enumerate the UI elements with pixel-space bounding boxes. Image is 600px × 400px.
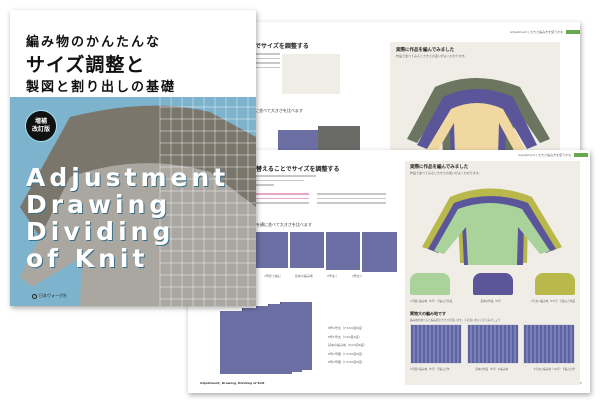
swatch-row <box>256 232 397 272</box>
front-left-heading: 替えることでサイズを調整する <box>256 166 340 173</box>
publisher-logo: 日本ヴォーグ社 <box>32 293 67 299</box>
knit-sub: 編み地を並べると編み目の大きさが違います。その違いをよく見てみましょう <box>410 319 501 322</box>
back-left-text <box>255 53 280 68</box>
english-title-line1: Adjustment <box>26 163 230 192</box>
cover-sweaters <box>20 97 256 306</box>
cover-title-line3: 製図と割り出しの基礎 <box>26 80 177 95</box>
cover-title-line2: サイズ調整と <box>26 54 146 76</box>
back-left-caption: に並べて大きさを比べます <box>255 108 303 113</box>
front-right-heading: 実際に作品を編んでみました <box>410 165 469 170</box>
english-title: Adjustment Drawing Dividing of Knit <box>26 164 229 272</box>
sweater-captions: 2号細い編み地（8号）で編んだ作品基本の作品（6号）2号太い編み地（10号）で編… <box>410 300 575 303</box>
front-left-text-2 <box>256 193 386 204</box>
english-title-line2: Drawing <box>26 190 172 219</box>
english-title-line4: of Knit <box>26 244 149 273</box>
front-left-text <box>256 175 316 186</box>
sweaters-photo-back <box>407 78 550 157</box>
swatch-label-lines: 8号2号太（7.5/20目6段） 8号1号太（7/20目6段） 基本の編み地（6… <box>328 326 367 364</box>
footer: Adjustment, Drawing, Dividing of Knit <box>200 381 265 385</box>
stacked-swatches <box>220 302 320 374</box>
knit-heading: 実物大の編み地です <box>410 311 446 316</box>
english-title-line3: Dividing <box>26 217 175 246</box>
back-left-heading: でサイズを調整する <box>255 43 309 50</box>
cover-title-line1: 編み物のかんたんな <box>26 35 162 50</box>
small-sweaters <box>410 273 575 295</box>
publisher-icon <box>32 293 37 299</box>
sweaters-photo-front <box>422 188 562 265</box>
front-left-caption: を横に並べて大きさを比べます <box>256 222 312 227</box>
knit-closeups <box>410 324 575 364</box>
book-cover: 編み物のかんたんな サイズ調整と 製図と割り出しの基礎 増補 改訂版 Adjus… <box>10 10 256 306</box>
back-right-sub: 作品で並べてみると大きさの違いがよくわかります。 <box>396 54 468 58</box>
front-right-panel: 実際に作品を編んでみました 作品で並べてみると大きさの違いがよくわかります。 2… <box>405 161 580 385</box>
cover-photo-area: 増補 改訂版 Adjustment Drawing Dividing of Kn… <box>10 97 256 306</box>
badge-line1: 増補 <box>34 118 47 125</box>
back-right-heading: 実際に作品を編んでみました <box>396 48 455 53</box>
front-right-sub: 作品で並べてみると大きさの違いがよくわかります。 <box>410 171 482 175</box>
back-note-box <box>282 54 340 94</box>
badge-line2: 改訂版 <box>31 126 50 133</box>
page-number: 5 <box>580 381 582 385</box>
edition-badge: 増補 改訂版 <box>25 110 57 142</box>
back-header: Adjustment | 大きさ編み方を使うかな <box>510 30 581 34</box>
front-header: Adjustment | 大きさ編み方を使うかな <box>518 153 589 157</box>
